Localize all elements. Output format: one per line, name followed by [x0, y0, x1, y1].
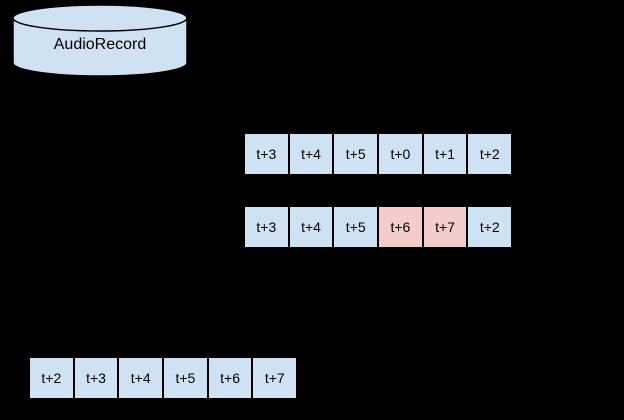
buffer-cell: t+4: [117, 356, 165, 400]
buffer-cell-highlighted: t+6: [377, 205, 424, 249]
buffer-row-1: t+3 t+4 t+5 t+0 t+1 t+2: [243, 132, 514, 176]
buffer-cell: t+2: [466, 205, 514, 249]
buffer-cell: t+2: [28, 356, 75, 400]
buffer-cell: t+6: [206, 356, 254, 400]
buffer-cell: t+5: [332, 132, 380, 176]
buffer-cell-highlighted: t+7: [421, 205, 469, 249]
buffer-cell: t+5: [332, 205, 380, 249]
cylinder-icon: [12, 4, 188, 77]
buffer-cell: t+3: [243, 132, 290, 176]
cylinder-label: AudioRecord: [53, 36, 147, 53]
buffer-row-3: t+2 t+3 t+4 t+5 t+6 t+7: [28, 356, 299, 400]
buffer-cell: t+5: [162, 356, 209, 400]
audiorecord-cylinder: AudioRecord: [12, 3, 188, 79]
buffer-cell: t+4: [287, 132, 335, 176]
buffer-cell: t+2: [466, 132, 514, 176]
buffer-cell: t+1: [421, 132, 469, 176]
buffer-cell: t+4: [287, 205, 335, 249]
buffer-cell: t+3: [72, 356, 120, 400]
buffer-row-2: t+3 t+4 t+5 t+6 t+7 t+2: [243, 205, 514, 249]
buffer-cell: t+0: [377, 132, 424, 176]
buffer-cell: t+7: [251, 356, 299, 400]
buffer-cell: t+3: [243, 205, 290, 249]
